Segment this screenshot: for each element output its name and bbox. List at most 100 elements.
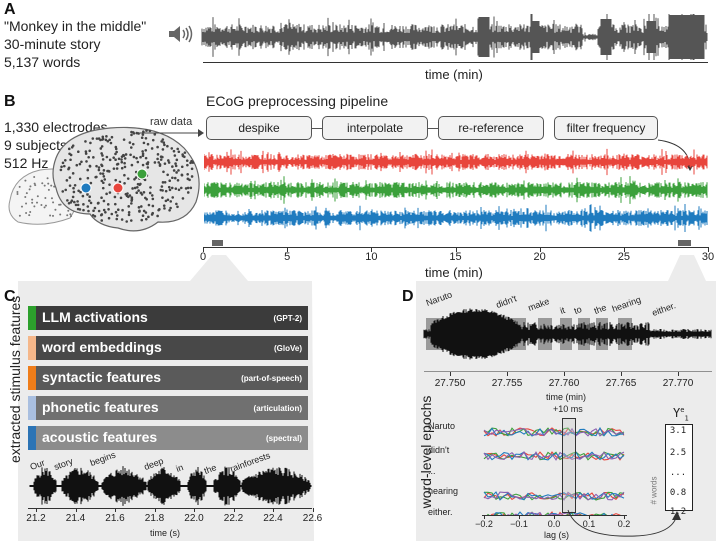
waveform-a-path [201, 14, 708, 60]
small-brain-electrode [33, 205, 36, 208]
ymatrix-side-label: # words [649, 476, 659, 505]
electrode-dot [127, 205, 131, 208]
brain-outline [52, 126, 200, 232]
electrode-dot [135, 191, 139, 194]
electrode-dot [115, 217, 119, 221]
trace-red [204, 148, 708, 176]
electrode-dot [141, 150, 144, 153]
electrode-dot [127, 213, 131, 217]
electrode-dot [146, 142, 150, 146]
electrode-dot [108, 183, 111, 186]
electrode-dot [123, 165, 127, 169]
electrode-dot [77, 189, 80, 193]
epoch-xlabel: lag (s) [544, 530, 570, 540]
panel-c-label: C [4, 288, 16, 305]
electrode-dot [144, 196, 147, 200]
electrode-dot [95, 137, 99, 140]
electrode-dot [169, 206, 172, 210]
small-brain-electrode [69, 213, 72, 216]
panel-c-tick [115, 508, 116, 512]
electrode-dot [160, 185, 164, 188]
electrode-dot [73, 200, 76, 204]
epoch-marker-end [678, 240, 691, 246]
electrode-dot [110, 212, 114, 216]
ymatrix-value: 2.5 [669, 448, 687, 458]
electrode-dot [127, 211, 131, 214]
electrode-dot [76, 200, 79, 203]
electrode-dot [144, 211, 148, 214]
electrode-dot [100, 213, 104, 216]
electrode-dot [114, 158, 117, 161]
electrode-dot [186, 191, 190, 194]
speaker-icon [169, 25, 193, 43]
electrode-dot [130, 133, 133, 137]
epoch-tick [589, 515, 590, 519]
electrode-dot [71, 144, 75, 147]
electrode-dot [139, 155, 142, 159]
features-axis-label: extracted stimulus features [7, 295, 23, 463]
electrode-dot [168, 188, 172, 192]
small-brain-electrode [18, 185, 21, 188]
electrode-dot [96, 202, 100, 205]
electrode-dot [153, 161, 157, 164]
small-brain-electrode [59, 203, 62, 206]
small-brain-electrode [25, 192, 28, 195]
electrode-dot [161, 138, 165, 141]
electrode-dot [171, 196, 175, 199]
panel-c-axis-line [28, 508, 312, 509]
panel-c-tick-label: 22.4 [263, 513, 283, 524]
electrode-dot [141, 154, 145, 158]
electrode-dot [108, 138, 111, 142]
electrode-dot [151, 211, 154, 215]
electrode-dot [100, 179, 104, 183]
electrode-dot [149, 186, 152, 189]
epoch-tick [519, 515, 520, 519]
small-brain-electrode [47, 188, 50, 191]
epoch-to-matrix-arrow [567, 509, 681, 537]
electrode-dot [86, 176, 90, 180]
electrode-dot [100, 196, 103, 199]
electrode-dot [142, 141, 146, 145]
electrode-dot [101, 172, 105, 175]
electrode-dot [102, 175, 106, 178]
electrode-dot [93, 214, 97, 218]
electrode-dot [75, 163, 79, 167]
electrode-dot [129, 153, 132, 157]
epoch-row-label: Naruto [428, 421, 456, 431]
electrode-dot [175, 158, 179, 162]
feature-swatch [28, 396, 36, 420]
electrode-dot [137, 206, 141, 209]
electrode-dot [61, 190, 65, 193]
electrode-dot [103, 178, 107, 181]
story-title: "Monkey in the middle" [4, 18, 147, 34]
electrode-dot [78, 162, 82, 166]
electrode-dot [186, 177, 190, 181]
electrode-dot [91, 137, 95, 140]
electrode-dot [88, 164, 92, 168]
electrode-dot [184, 187, 188, 190]
electrode-dot [72, 186, 75, 190]
electrode-dot [132, 132, 136, 135]
ymatrix-value: 1.2 [669, 507, 687, 517]
ymatrix-value: ... [669, 468, 687, 478]
electrode-dot [112, 156, 115, 159]
electrode-dot [151, 197, 155, 201]
panel-a-axis-line [203, 62, 708, 63]
small-brain-electrode [36, 201, 39, 204]
sampling-rate: 512 Hz [4, 155, 49, 171]
panel-b-tick [539, 247, 541, 252]
electrode-dot [156, 145, 159, 149]
electrode-dot [141, 152, 145, 156]
epoch-row-label: hearing [428, 486, 459, 496]
electrode-dot [125, 220, 129, 223]
electrode-dot [183, 155, 186, 159]
electrode-dot [166, 198, 170, 202]
electrode-dot [105, 135, 108, 138]
ymatrix-symbol: Y [673, 406, 681, 420]
electrode-dot [68, 176, 72, 179]
small-brain-electrode [43, 184, 46, 187]
small-brain-electrode [66, 214, 69, 217]
epoch-trace [483, 451, 625, 461]
small-brain-electrode [50, 197, 53, 200]
electrode-dot [159, 158, 163, 161]
